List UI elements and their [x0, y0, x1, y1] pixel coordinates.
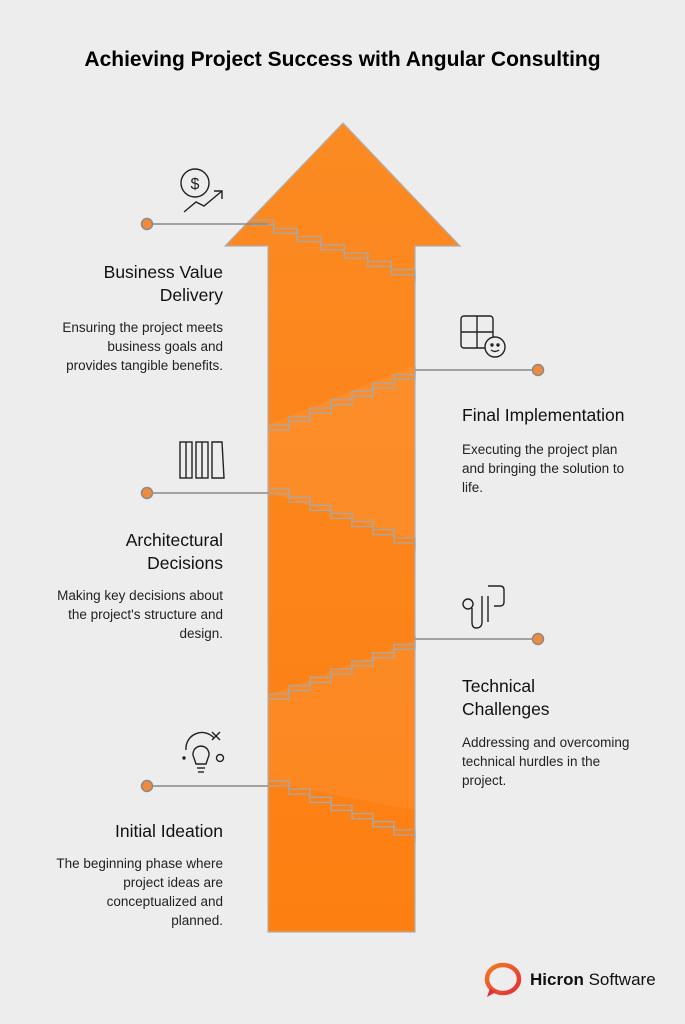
connector-dot — [140, 486, 154, 500]
stage-heading: Final Implementation — [462, 404, 677, 427]
desc-line: business goals and — [107, 339, 223, 354]
stair-line — [250, 224, 416, 283]
stage-description: Making key decisions about the project's… — [3, 586, 223, 643]
connector-dot — [140, 779, 154, 793]
lightbulb-icon — [182, 731, 225, 773]
desc-line: Executing the project plan — [462, 442, 618, 457]
stage-heading: Initial Ideation — [3, 820, 223, 843]
connectors — [147, 223, 538, 787]
hicron-logo — [484, 962, 522, 997]
stage-description: Executing the project plan and bringing … — [462, 440, 677, 497]
heading-line: Challenges — [462, 699, 550, 719]
dollar-growth-icon: $ — [180, 168, 223, 213]
page-title: Achieving Project Success with Angular C… — [84, 48, 601, 71]
heading-line: Initial Ideation — [115, 821, 223, 841]
stairs — [250, 219, 416, 843]
heading-line: Business Value — [103, 262, 223, 282]
desc-line: Ensuring the project meets — [62, 320, 223, 335]
desc-line: the project's structure and — [68, 607, 223, 622]
puzzle-settings-icon — [460, 315, 506, 358]
heading-line: Delivery — [159, 285, 223, 305]
stage-heading: Business Value Delivery — [3, 261, 223, 307]
path-pipe-icon — [462, 585, 505, 629]
stage-description: Addressing and overcoming technical hurd… — [462, 733, 677, 790]
stage-description: Ensuring the project meets business goal… — [3, 318, 223, 375]
svg-text:$: $ — [191, 176, 200, 193]
desc-line: conceptualized and — [106, 894, 223, 909]
stair-line — [268, 493, 416, 551]
heading-line: Decisions — [147, 553, 223, 573]
stage-description: The beginning phase where project ideas … — [3, 854, 223, 930]
brand-regular: Software — [583, 970, 656, 989]
stair-line — [268, 785, 416, 843]
heading-line: Architectural — [125, 530, 223, 550]
desc-line: project. — [462, 773, 507, 788]
desc-line: life. — [462, 480, 484, 495]
connector-dot — [140, 217, 154, 231]
desc-line: Making key decisions about — [57, 588, 223, 603]
stage-heading: Technical Challenges — [462, 675, 677, 721]
heading-line: Technical — [462, 676, 535, 696]
connector-dot — [531, 363, 545, 377]
columns-icon — [179, 441, 225, 479]
connector-dot — [531, 632, 545, 646]
desc-line: technical hurdles in the — [462, 754, 601, 769]
desc-line: provides tangible benefits. — [66, 358, 223, 373]
connector-dots — [140, 217, 545, 793]
desc-line: design. — [179, 626, 223, 641]
stair-line — [268, 641, 416, 700]
desc-line: project ideas are — [123, 875, 223, 890]
stair-line — [268, 371, 416, 431]
stage-heading: Architectural Decisions — [3, 529, 223, 575]
brand-bold: Hicron — [530, 970, 584, 989]
brand-name: Hicron Software — [530, 970, 656, 990]
heading-line: Final Implementation — [462, 405, 625, 425]
desc-line: and bringing the solution to — [462, 461, 625, 476]
stair-shading — [268, 365, 415, 810]
desc-line: Addressing and overcoming — [462, 735, 630, 750]
desc-line: planned. — [171, 913, 223, 928]
arrow-shape — [223, 122, 462, 933]
desc-line: The beginning phase where — [56, 856, 223, 871]
